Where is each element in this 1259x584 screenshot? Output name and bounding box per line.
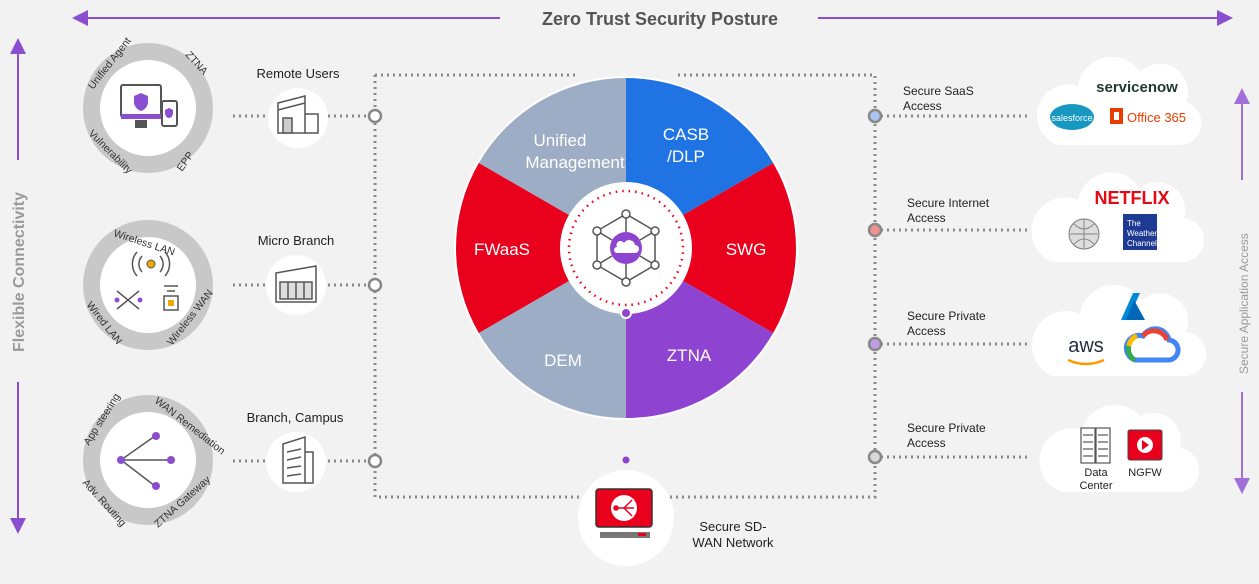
network-frame xyxy=(233,73,1030,499)
ngfw-label: NGFW xyxy=(1128,467,1162,479)
routing-icon xyxy=(117,432,175,490)
site-label: Remote Users xyxy=(256,66,340,81)
access-labels: Secure SaaS Access Secure Internet Acces… xyxy=(903,84,990,450)
cloud-private-1: aws xyxy=(1032,284,1207,377)
weather-channel-logo xyxy=(1123,214,1157,250)
svg-text:The: The xyxy=(1127,219,1141,228)
site-branch-campus: Branch, Campus xyxy=(247,410,344,492)
access-label: Access xyxy=(907,324,946,338)
segment-label: Unified xyxy=(534,131,587,150)
svg-text:salesforce: salesforce xyxy=(1051,113,1092,123)
ring-endpoint: Unified Agent ZTNA Vulnerability EPP xyxy=(83,35,213,177)
left-side-label: Flexible Connectivity xyxy=(11,192,28,352)
building-icon xyxy=(282,435,314,484)
segment-label: SWG xyxy=(726,240,767,259)
switch-icon xyxy=(114,290,143,310)
site-label: Micro Branch xyxy=(258,233,335,248)
access-label: Access xyxy=(907,211,946,225)
site-remote-users: Remote Users xyxy=(256,66,340,148)
dot-internet xyxy=(867,222,883,238)
svg-text:Channel: Channel xyxy=(1127,239,1157,248)
title-bar: Zero Trust Security Posture xyxy=(72,9,1233,29)
modem-icon xyxy=(163,285,179,311)
segment-label: FWaaS xyxy=(474,240,530,259)
aws-logo: aws xyxy=(1068,335,1104,357)
cloud-network-icon xyxy=(592,209,660,287)
segment-label: CASB xyxy=(663,125,709,144)
laptop-shield-icon xyxy=(120,84,178,128)
ring-sdwan-features: App steering WAN Remediation Adv. Routin… xyxy=(80,391,228,530)
cloud-private-2: Data Center NGFW xyxy=(1039,404,1200,493)
wireless-icon xyxy=(131,251,171,277)
cloud-saas: servicenow salesforce Office 365 xyxy=(1036,56,1202,146)
ring-connectivity: Wireless LAN Wired LAN Wireless WAN xyxy=(83,220,216,350)
router-icon xyxy=(595,488,653,538)
site-micro-branch: Micro Branch xyxy=(258,233,335,315)
office365-label: Office 365 xyxy=(1127,110,1186,125)
segment-swg xyxy=(626,163,796,333)
netflix-logo: NETFLIX xyxy=(1095,188,1170,208)
data-center-label: Center xyxy=(1079,480,1112,492)
sdwan-label-line2: WAN Network xyxy=(692,535,774,550)
azure-logo xyxy=(1121,293,1140,320)
access-label: Secure Private xyxy=(907,421,986,435)
dot-saas xyxy=(867,108,883,124)
cloud-internet: NETFLIX The Weather Channel xyxy=(1031,172,1205,263)
house-icon xyxy=(277,95,319,134)
security-wheel: Unified Management CASB /DLP SWG ZTNA DE… xyxy=(454,76,798,464)
site-label: Branch, Campus xyxy=(247,410,344,425)
data-center-icon xyxy=(1080,427,1111,464)
segment-label: /DLP xyxy=(667,147,705,166)
access-label: Access xyxy=(907,436,946,450)
sdwan-node: Secure SD- WAN Network xyxy=(578,470,774,566)
page-title: Zero Trust Security Posture xyxy=(542,9,778,29)
access-label: Secure SaaS xyxy=(903,84,974,98)
svg-text:Weather: Weather xyxy=(1127,229,1157,238)
segment-label: DEM xyxy=(544,351,582,370)
google-cloud-logo xyxy=(1123,326,1181,363)
access-label: Access xyxy=(903,99,942,113)
dot-private-2 xyxy=(867,449,883,465)
servicenow-logo: servicenow xyxy=(1096,79,1178,96)
sdwan-label-line1: Secure SD- xyxy=(699,519,766,534)
right-side-label-group: Secure Application Access xyxy=(1234,88,1251,494)
right-side-label: Secure Application Access xyxy=(1237,233,1251,374)
salesforce-logo xyxy=(1050,104,1094,130)
store-icon xyxy=(275,265,317,303)
ngfw-icon xyxy=(1127,429,1163,461)
junction-dots xyxy=(367,108,883,469)
access-label: Secure Internet xyxy=(907,196,990,210)
data-center-label: Data xyxy=(1084,467,1108,479)
segment-fwaas xyxy=(456,163,626,333)
dot-private-1 xyxy=(867,336,883,352)
segment-label: ZTNA xyxy=(667,346,712,365)
access-label: Secure Private xyxy=(907,309,986,323)
left-side-label-group: Flexible Connectivity xyxy=(10,38,28,534)
segment-label: Management xyxy=(525,153,625,172)
